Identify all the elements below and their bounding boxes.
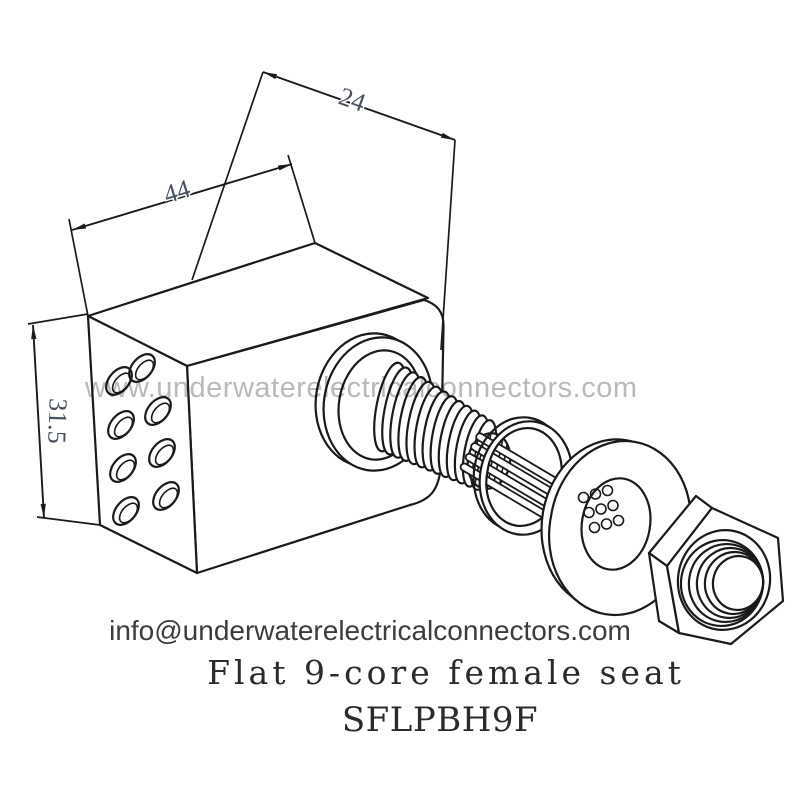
product-title: Flat 9-core female seat [207,653,685,692]
hex-nut [647,494,785,646]
nine-core-pin-pattern [577,484,625,534]
washer [540,438,692,617]
dimension-31-5: 31.5 [27,313,101,526]
connector-body [86,241,445,575]
contact-email: info@underwaterelectricalconnectors.com [109,615,631,646]
dimension-24-label: 24 [335,82,369,118]
watermark-text: www.underwaterelectricalconnectors.com [84,372,638,404]
dimension-31-5-label: 31.5 [42,398,73,444]
product-model: SFLPBH9F [342,700,538,740]
nut-chamfer-circle [676,529,772,631]
wire-holes [105,353,180,526]
dimension-44-label: 44 [160,174,193,209]
nut-internal-thread [679,538,765,628]
